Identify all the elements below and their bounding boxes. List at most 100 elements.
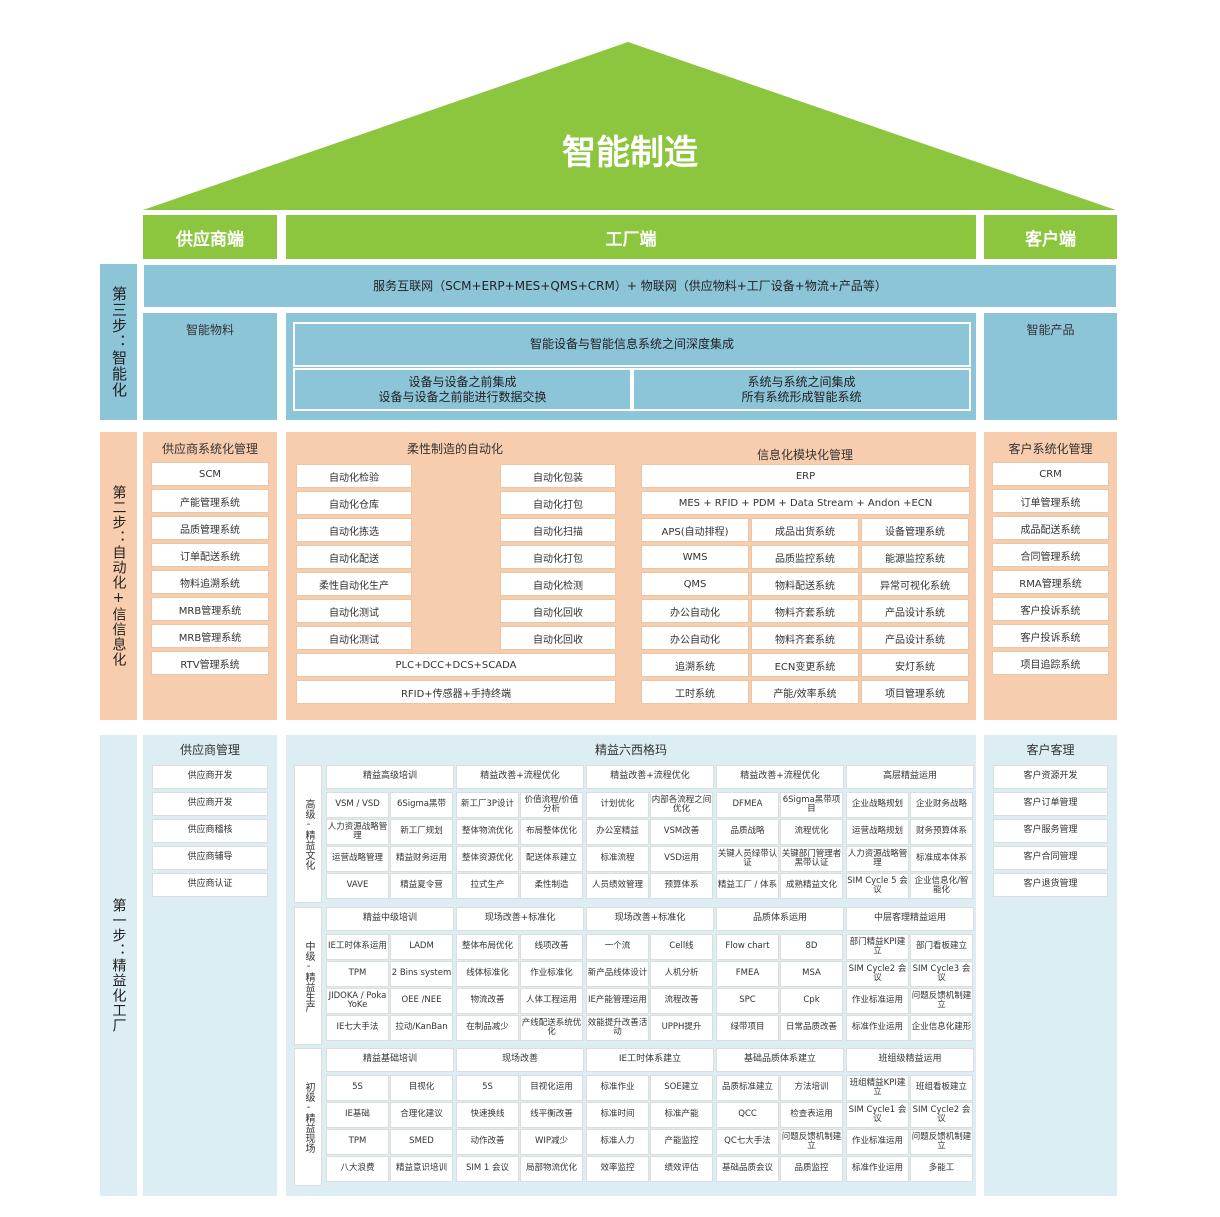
step1-label: 第一步：精益化工厂 (100, 735, 137, 1196)
step1-customer-item: 客户服务管理 (993, 819, 1108, 843)
lean-cell: 效能提升改善活动 (586, 1015, 649, 1041)
info-grid-item: 异常可视化系统 (861, 572, 969, 596)
level-label: 高级-精益文化 (294, 765, 322, 903)
step2-customer-item: 客户投诉系统 (992, 597, 1109, 621)
lean-cell: 标准产能 (650, 1102, 713, 1128)
info-grid-item: 产品设计系统 (861, 599, 969, 623)
level-label: 中级-精益生产 (294, 907, 322, 1045)
header-supplier: 供应商端 (143, 215, 277, 259)
lean-cell: 人力资源战略管理 (846, 846, 909, 872)
step2-supplier-item: MRB管理系统 (151, 624, 269, 648)
group-title: 精益中级培训 (326, 907, 454, 931)
info-grid-item: 设备管理系统 (861, 518, 969, 542)
group-title: 基础品质体系建立 (716, 1048, 844, 1072)
lean-cell: VSM改善 (650, 819, 713, 845)
info-grid-item: WMS (641, 545, 749, 569)
lean-cell: 合理化建议 (390, 1102, 453, 1128)
automation-right-item: 自动化包装 (500, 464, 616, 488)
lean-cell: 整体物流优化 (456, 819, 519, 845)
lean-cell: 企业财务战略 (910, 792, 973, 818)
step3-top-bar: 服务互联网（SCM+ERP+MES+QMS+CRM）+ 物联网（供应物料+工厂设… (143, 264, 1117, 308)
step3-label: 第三步：智能化 (100, 264, 137, 420)
step2-customer-item: CRM (992, 462, 1109, 486)
step1-supplier-col: 供应商管理 供应商开发供应商开发供应商稽核供应商辅导供应商认证 (143, 735, 277, 1196)
info-grid-item: 物料配送系统 (751, 572, 859, 596)
lean-cell: 绿带项目 (716, 1015, 779, 1041)
step2-supplier-item: 物料追溯系统 (151, 570, 269, 594)
lean-cell: 新工厂规划 (390, 819, 453, 845)
group-title: 高层精益运用 (846, 765, 974, 789)
lean-cell: 5S (326, 1075, 389, 1101)
lean-cell: 标准人力 (586, 1129, 649, 1155)
lean-cell: 品质监控 (780, 1156, 843, 1182)
info-grid-item: 办公自动化 (641, 599, 749, 623)
automation-bottom-item: RFID+传感器+手持终端 (296, 680, 616, 704)
group-title: 现场改善 (456, 1048, 584, 1072)
step1-customer-title: 客户客理 (1026, 743, 1075, 757)
lean-cell: 快速换线 (456, 1102, 519, 1128)
lean-cell: 拉式生产 (456, 873, 519, 899)
lean-cell: 检查表运用 (780, 1102, 843, 1128)
lean-cell: 拉动/KanBan (390, 1015, 453, 1041)
step3-factory-col: 智能设备与智能信息系统之间深度集成 设备与设备之前集成 设备与设备之前能进行数据… (286, 313, 976, 420)
lean-cell: 5S (456, 1075, 519, 1101)
lean-cell: 作业标准化 (520, 961, 583, 987)
automation-left-item: 自动化仓库 (296, 491, 412, 515)
lean-cell: 8D (780, 934, 843, 960)
lean-cell: 多能工 (910, 1156, 973, 1182)
lean-cell: 线体标准化 (456, 961, 519, 987)
step3-customer-title: 智能产品 (1026, 323, 1075, 337)
info-grid-item: 安灯系统 (861, 653, 969, 677)
automation-right-item: 自动化扫描 (500, 518, 616, 542)
system-integration-box: 系统与系统之间集成 所有系统形成智能系统 (632, 368, 971, 411)
group-title: 精益基础培训 (326, 1048, 454, 1072)
lean-cell: 企业信息化/智能化 (910, 873, 973, 899)
info-top-item: MES + RFID + PDM + Data Stream + Andon +… (641, 491, 970, 515)
lean-cell: Cpk (780, 988, 843, 1014)
device-integration-line2: 设备与设备之前能进行数据交换 (378, 389, 547, 404)
group-title: 精益改善+流程优化 (586, 765, 714, 789)
info-grid-item: 项目管理系统 (861, 680, 969, 704)
lean-cell: 局部物流优化 (520, 1156, 583, 1182)
device-integration-line1: 设备与设备之前集成 (408, 374, 517, 389)
info-grid-item: 产品设计系统 (861, 626, 969, 650)
lean-cell: 企业战略规划 (846, 792, 909, 818)
lean-cell: 产线配送系统优化 (520, 1015, 583, 1041)
lean-cell: 整体资源优化 (456, 846, 519, 872)
group-title: 现场改善+标准化 (456, 907, 584, 931)
lean-cell: 精益夏令营 (390, 873, 453, 899)
lean-cell: IE产能管理运用 (586, 988, 649, 1014)
lean-cell: IE基础 (326, 1102, 389, 1128)
lean-cell: JIDOKA / Poka YoKe (326, 988, 389, 1014)
automation-right-item: 自动化回收 (500, 599, 616, 623)
info-grid-item: 产能/效率系统 (751, 680, 859, 704)
lean-cell: 流程优化 (780, 819, 843, 845)
automation-left-item: 柔性自动化生产 (296, 572, 412, 596)
lean-cell: IE七大手法 (326, 1015, 389, 1041)
lean-cell: 办公室精益 (586, 819, 649, 845)
lean-cell: SIM Cycle 5 会议 (846, 873, 909, 899)
lean-cell: 人员绩效管理 (586, 873, 649, 899)
lean-cell: SIM Cycle2 会议 (846, 961, 909, 987)
lean-cell: 品质标准建立 (716, 1075, 779, 1101)
step1-supplier-item: 供应商认证 (152, 873, 268, 897)
automation-left-item: 自动化拣选 (296, 518, 412, 542)
lean-cell: 在制品减少 (456, 1015, 519, 1041)
lean-cell: 标准成本体系 (910, 846, 973, 872)
lean-cell: 班组看板建立 (910, 1075, 973, 1101)
lean-cell: 问题反馈机制建立 (780, 1129, 843, 1155)
lean-cell: IE工时体系运用 (326, 934, 389, 960)
group-title: 班组级精益运用 (846, 1048, 974, 1072)
lean-title: 精益六西格玛 (594, 743, 667, 757)
step2-factory-col: 柔性制造的自动化 信息化模块化管理 自动化检验自动化仓库自动化拣选自动化配送柔性… (286, 432, 976, 720)
lean-cell: 财务预算体系 (910, 819, 973, 845)
lean-cell: 目视化运用 (520, 1075, 583, 1101)
step2-supplier-item: SCM (151, 462, 269, 486)
step3-supplier-col: 智能物料 (143, 313, 277, 420)
lean-cell: Flow chart (716, 934, 779, 960)
lean-cell: VSD运用 (650, 846, 713, 872)
lean-cell: SPC (716, 988, 779, 1014)
group-title: 精益高级培训 (326, 765, 454, 789)
